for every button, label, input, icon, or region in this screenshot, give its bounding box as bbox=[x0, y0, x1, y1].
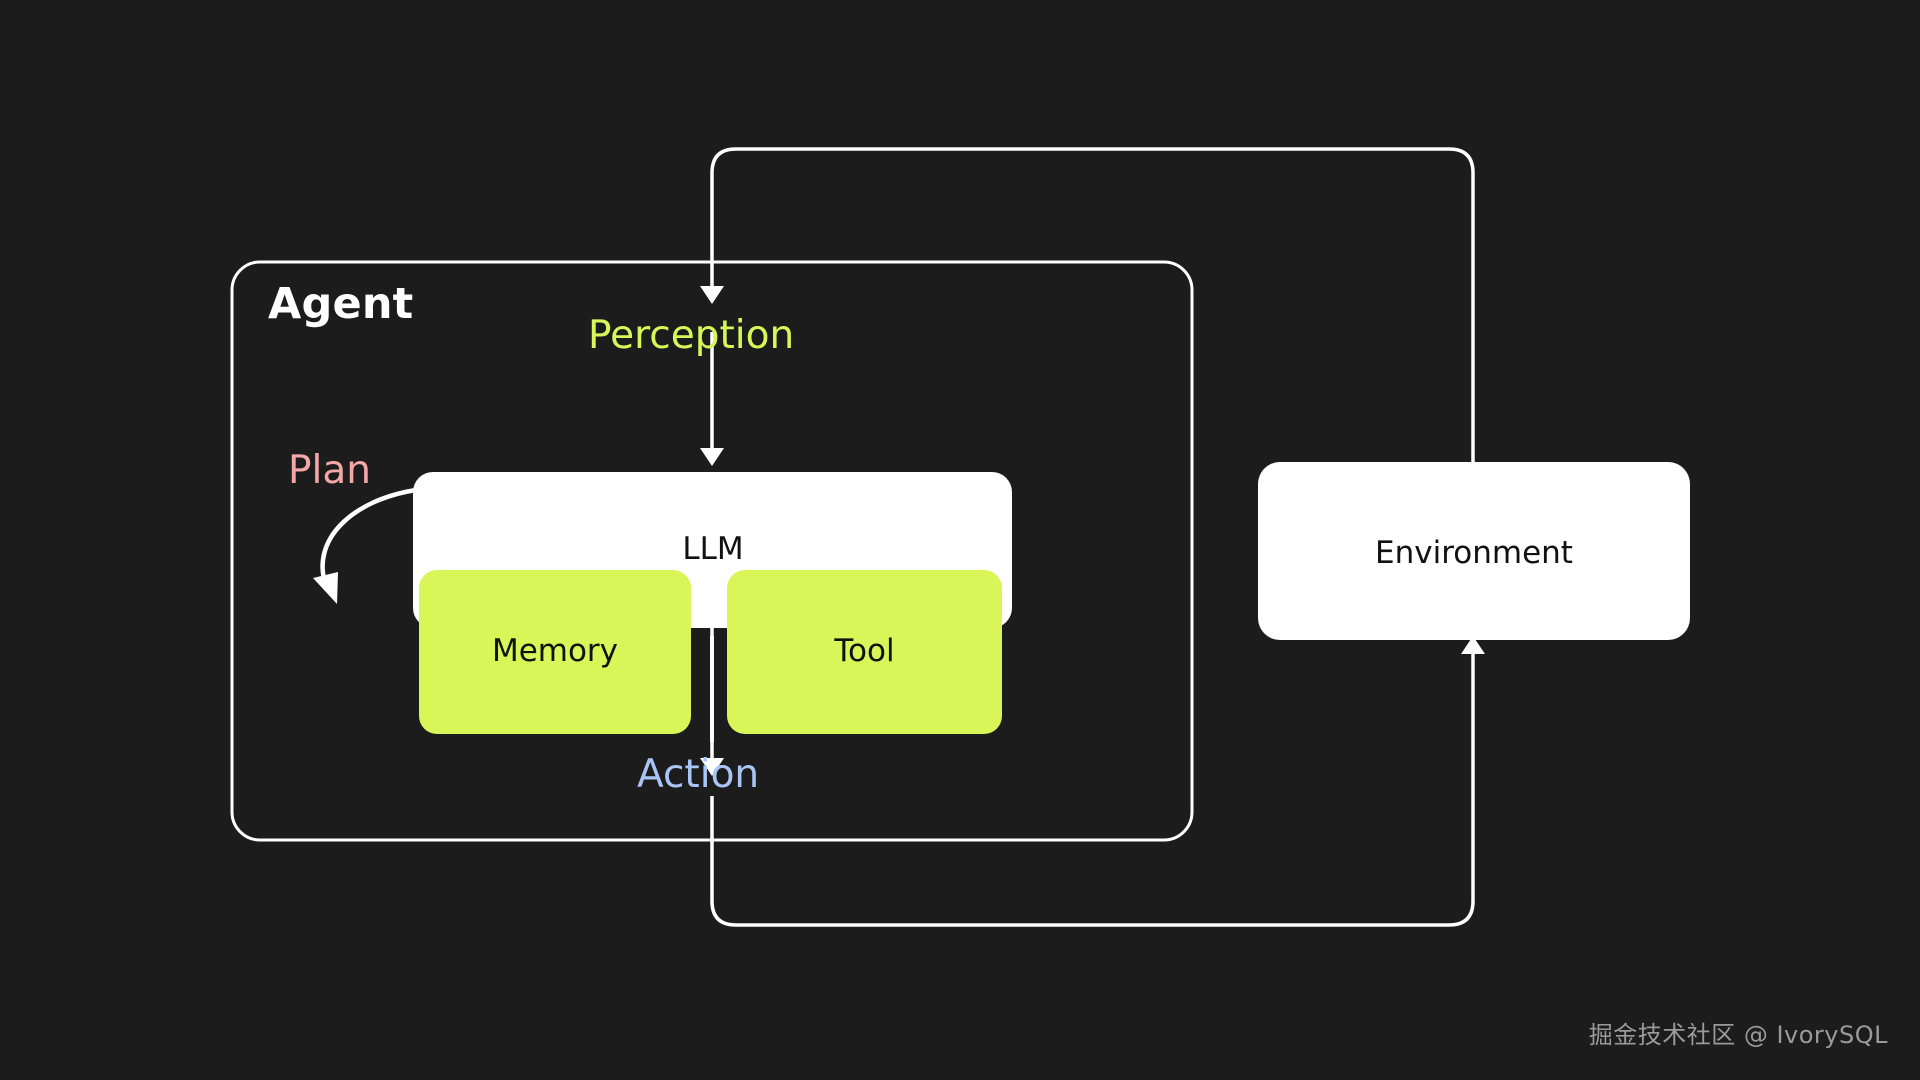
tool-node[interactable] bbox=[727, 570, 1002, 734]
environment-node-label: Environment bbox=[1375, 535, 1573, 571]
memory-node[interactable] bbox=[419, 570, 691, 734]
perception-arrowhead bbox=[700, 286, 724, 304]
plan-edge-label: Plan bbox=[288, 448, 371, 493]
llm-node-label: LLM bbox=[682, 531, 744, 567]
plan-loop-path bbox=[320, 487, 419, 589]
memory-node-label: Memory bbox=[491, 633, 619, 669]
perception-edge-label: Perception bbox=[588, 313, 795, 358]
action-into-environment-arrowhead bbox=[1461, 636, 1485, 654]
perception-feedback-path bbox=[710, 147, 1475, 462]
action-feedback-path bbox=[710, 654, 1475, 927]
agent-title-label: Agent bbox=[268, 279, 414, 329]
action-edge-label: Action bbox=[637, 752, 760, 797]
perception-into-llm-arrowhead bbox=[700, 448, 724, 466]
tool-node-label: Tool bbox=[834, 633, 895, 669]
plan-loop-arrowhead bbox=[313, 572, 338, 604]
watermark-text: 掘金技术社区 @ IvorySQL bbox=[1588, 1021, 1888, 1049]
action-arrowhead bbox=[700, 758, 724, 776]
environment-node[interactable] bbox=[1258, 462, 1690, 640]
